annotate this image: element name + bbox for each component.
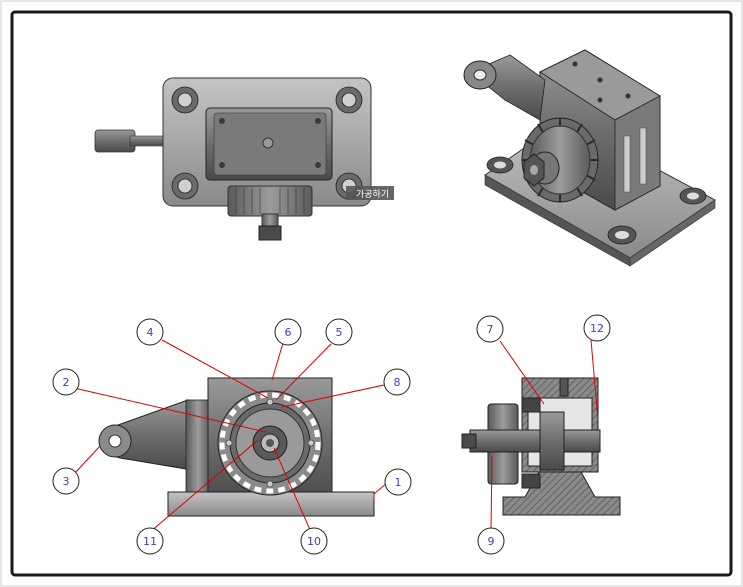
- top-view: [94, 77, 372, 241]
- balloon-8[interactable]: 8: [383, 368, 411, 396]
- balloon-label: 9: [488, 535, 495, 548]
- balloon-6[interactable]: 6: [274, 318, 302, 346]
- balloon-11[interactable]: 11: [136, 527, 164, 555]
- balloon-label: 8: [394, 376, 401, 389]
- isometric-view: [463, 49, 716, 267]
- balloon-12[interactable]: 12: [583, 314, 611, 342]
- balloon-5[interactable]: 5: [325, 318, 353, 346]
- balloon-label: 10: [307, 535, 321, 548]
- tooltip-text: 가공하기: [356, 189, 389, 200]
- balloon-4[interactable]: 4: [136, 318, 164, 346]
- balloon-2[interactable]: 2: [52, 368, 80, 396]
- balloon-label: 11: [143, 535, 157, 548]
- section-view: [461, 377, 621, 516]
- balloon-9[interactable]: 9: [477, 527, 505, 555]
- hover-tooltip: 가공하기: [346, 186, 394, 200]
- balloon-10[interactable]: 10: [300, 527, 328, 555]
- sheet-frame: [10, 10, 733, 577]
- balloon-label: 2: [63, 376, 70, 389]
- balloon-1[interactable]: 1: [384, 468, 412, 496]
- leader-lines: [73, 339, 599, 533]
- balloon-3[interactable]: 3: [52, 467, 80, 495]
- balloon-label: 4: [147, 326, 154, 339]
- balloon-7[interactable]: 7: [476, 315, 504, 343]
- balloon-label: 5: [336, 326, 343, 339]
- balloon-label: 7: [487, 323, 494, 336]
- front-view: [98, 377, 375, 517]
- balloon-label: 12: [590, 322, 604, 335]
- balloon-label: 3: [63, 475, 70, 488]
- balloon-label: 1: [395, 476, 402, 489]
- balloon-label: 6: [285, 326, 292, 339]
